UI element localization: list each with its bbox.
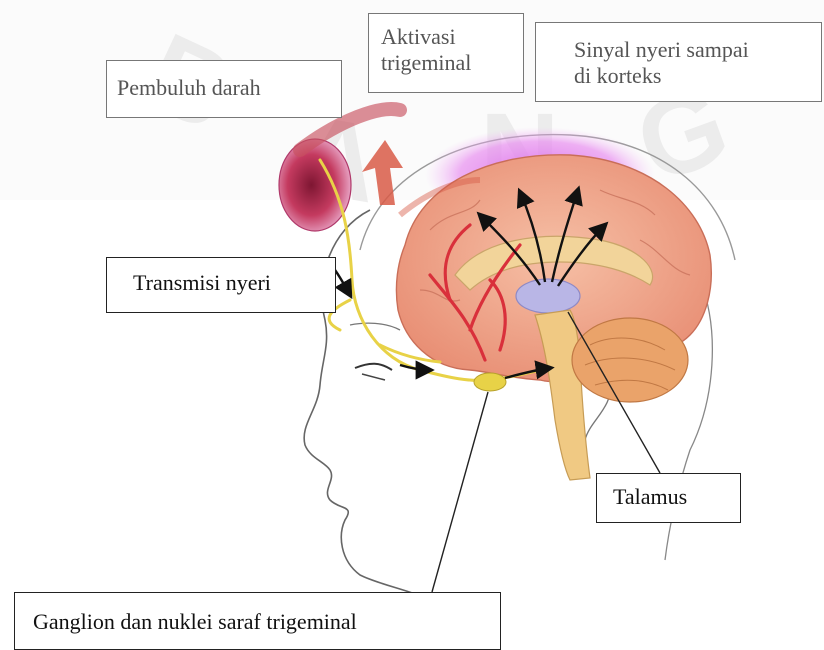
label-pembuluh-darah: Pembuluh darah <box>106 60 342 118</box>
thalamus <box>516 279 580 313</box>
label-aktivasi-trigeminal: Aktivasi trigeminal <box>368 13 524 93</box>
cerebellum <box>572 318 688 402</box>
label-sinyal-line1: Sinyal nyeri sampai <box>574 37 811 63</box>
label-transmisi-nyeri-text: Transmisi nyeri <box>133 270 271 295</box>
label-sinyal-nyeri: Sinyal nyeri sampai di korteks <box>535 22 822 102</box>
label-ganglion-text: Ganglion dan nuklei saraf trigeminal <box>33 609 357 634</box>
blood-vessel <box>279 139 351 231</box>
label-aktivasi-line1: Aktivasi <box>381 24 511 50</box>
label-talamus: Talamus <box>596 473 741 523</box>
label-aktivasi-line2: trigeminal <box>381 50 511 76</box>
label-talamus-text: Talamus <box>613 484 687 509</box>
label-transmisi-nyeri: Transmisi nyeri <box>106 257 336 313</box>
label-sinyal-line2: di korteks <box>574 63 811 89</box>
label-pembuluh-darah-text: Pembuluh darah <box>117 75 261 100</box>
trigeminal-ganglion <box>474 373 506 391</box>
label-ganglion: Ganglion dan nuklei saraf trigeminal <box>14 592 501 650</box>
eye <box>355 364 392 370</box>
